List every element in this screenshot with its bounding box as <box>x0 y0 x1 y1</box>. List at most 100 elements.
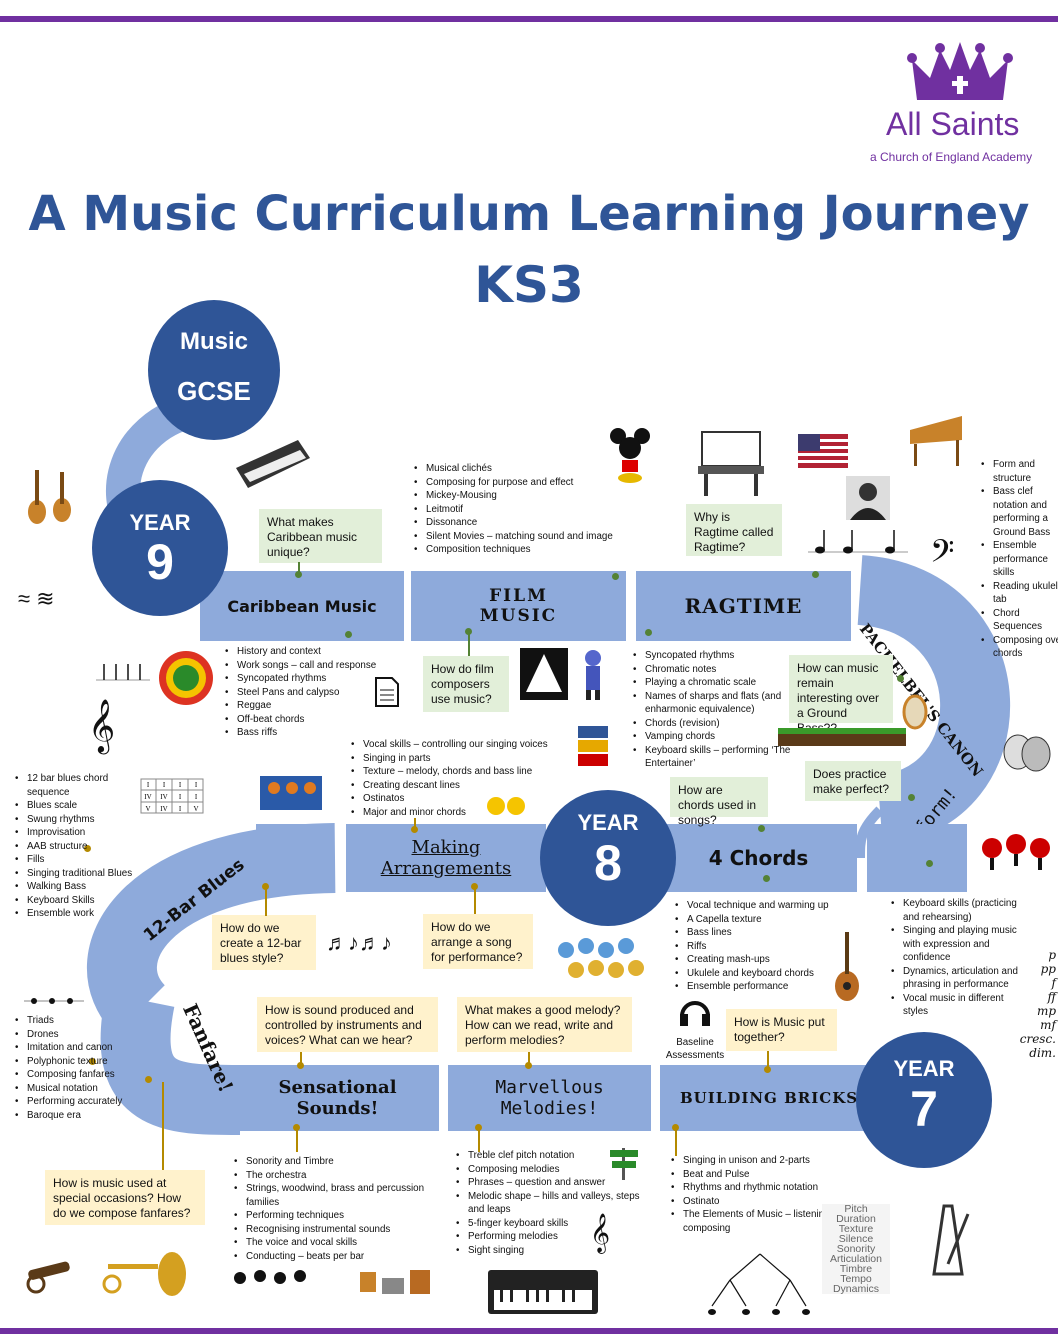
list-item: Recognising instrumental sounds <box>234 1223 426 1237</box>
chord-grid-label: I <box>147 781 150 789</box>
list-item: Performing melodies <box>456 1230 648 1244</box>
list-item: Keyboard Skills <box>15 894 137 908</box>
list-item: Vocal technique and warming up <box>675 899 867 913</box>
list-item: Walking Bass <box>15 880 137 894</box>
section-caribbean-music: Caribbean Music <box>200 571 404 641</box>
list-item: Names of sharps and flats (and enharmoni… <box>633 690 805 717</box>
list-item: Composing over chords <box>981 634 1058 661</box>
guitars-icon <box>28 470 71 524</box>
section-film-label-1: FILM <box>489 586 548 606</box>
portrait-icon <box>846 476 890 520</box>
connector <box>474 886 476 914</box>
connector <box>296 1128 298 1152</box>
connector <box>675 1128 677 1156</box>
list-item: Sight singing <box>456 1244 648 1258</box>
top-border <box>0 16 1058 22</box>
list-item: Work songs – call and response <box>225 659 407 673</box>
section-film-label-2: MUSIC <box>479 606 558 626</box>
list-item: Swung rhythms <box>15 813 137 827</box>
list-item: Musical clichés <box>414 462 656 476</box>
question-melody: What makes a good melody? How can we rea… <box>457 997 632 1052</box>
percussion-icon <box>360 1270 430 1294</box>
connector <box>298 562 300 576</box>
usa-flag-icon <box>798 434 848 468</box>
brass-instruments-icon <box>102 1252 186 1296</box>
rhythm-notation-icon <box>96 664 150 681</box>
chord-grid-label: V <box>193 805 198 813</box>
list-item: Singing traditional Blues <box>15 867 137 881</box>
connector <box>468 632 470 656</box>
element-word: Dynamics <box>832 1283 880 1295</box>
connector <box>162 1082 164 1170</box>
element-word: Silence <box>838 1233 874 1245</box>
connector-dot <box>465 628 472 635</box>
section-4-chords: 4 Chords <box>660 824 857 892</box>
orchestra-icon <box>234 1270 306 1284</box>
list-arrangements: Vocal skills – controlling our singing v… <box>350 738 593 819</box>
list-perform: Keyboard skills (practicing and rehearsi… <box>890 897 1027 1019</box>
list-item: Bass lines <box>675 926 867 940</box>
mickey-mouse-icon <box>610 428 650 483</box>
page-subtitle: KS3 <box>474 256 584 314</box>
connector <box>767 1051 769 1069</box>
list-item: Form and structure <box>981 458 1058 485</box>
list-item: Reading ukulele tab <box>981 580 1058 607</box>
section-bricks-label: BUILDING BRICKS <box>680 1089 859 1107</box>
list-item: Vamping chords <box>633 730 805 744</box>
metronome-icon <box>932 1204 970 1276</box>
list-item: Ensemble performance <box>675 980 867 994</box>
list-item: 12 bar blues chord sequence <box>15 772 137 799</box>
list-item: Baroque era <box>15 1109 127 1123</box>
connector-dot <box>764 1066 771 1073</box>
gcse-line-1: Music <box>179 328 248 355</box>
element-word: Articulation <box>830 1253 882 1265</box>
notation-staff-icon <box>24 998 84 1004</box>
question-sound: How is sound produced and controlled by … <box>257 997 438 1052</box>
gcse-line-2: GCSE <box>177 376 251 406</box>
singers-icon <box>982 834 1050 870</box>
list-item: Ensemble performance skills <box>981 539 1058 580</box>
logo-name: All Saints <box>886 106 1020 142</box>
list-item: Playing a chromatic scale <box>633 676 805 690</box>
section-marvellous-melodies: Marvellous Melodies! <box>448 1065 651 1131</box>
ground-icon <box>778 728 906 746</box>
list-item: The Elements of Music – listening and co… <box>671 1208 853 1235</box>
list-item: Improvisation <box>15 826 137 840</box>
list-pachelbel: Form and structureBass clef notation and… <box>980 458 1058 661</box>
piano-icon <box>698 431 764 496</box>
question-practice: Does practice make perfect? <box>805 761 901 801</box>
dynamic-marking: dim. <box>1029 1046 1056 1060</box>
question-blues: How do we create a 12-bar blues style? <box>212 915 316 970</box>
list-item: Chords (revision) <box>633 717 805 731</box>
ukulele-icon <box>835 932 859 1001</box>
list-blues: 12 bar blues chord sequenceBlues scaleSw… <box>14 772 137 921</box>
chord-grid-label: I <box>195 781 198 789</box>
element-word: Duration <box>836 1213 876 1225</box>
question-pachelbel: How can music remain interesting over a … <box>789 655 893 735</box>
list-item: A Capella texture <box>675 913 867 927</box>
list-item: Dissonance <box>414 516 656 530</box>
list-item: Bass riffs <box>225 726 407 740</box>
year7-number: 7 <box>910 1081 938 1137</box>
keyboard-icon <box>236 440 310 488</box>
list-item: Sonority and Timbre <box>234 1155 426 1169</box>
connector-dot <box>645 629 652 636</box>
list-caribbean: History and contextWork songs – call and… <box>224 645 407 740</box>
question-ragtime: Why is Ragtime called Ragtime? <box>686 504 782 556</box>
theatre-masks-icon <box>1003 734 1051 772</box>
element-word: Texture <box>838 1223 874 1235</box>
section-arrangements-label-2: Arrangements <box>380 858 512 879</box>
choir-icon <box>558 938 644 978</box>
list-item: Rhythms and rhythmic notation <box>671 1181 853 1195</box>
list-item: Ostinato <box>671 1195 853 1209</box>
section-sensational-label-1: Sensational <box>278 1077 397 1098</box>
list-item: Reggae <box>225 699 407 713</box>
list-item: Bass clef notation and performing a Grou… <box>981 485 1058 539</box>
list-item: Vocal music in different styles <box>891 992 1027 1019</box>
year9-number: 9 <box>146 534 174 590</box>
section-melodies-label-2: Melodies! <box>500 1098 599 1119</box>
list-item: Ensemble work <box>15 907 137 921</box>
list-item: Melodic shape – hills and valleys, steps… <box>456 1190 648 1217</box>
list-item: Singing and playing music with expressio… <box>891 924 1027 965</box>
